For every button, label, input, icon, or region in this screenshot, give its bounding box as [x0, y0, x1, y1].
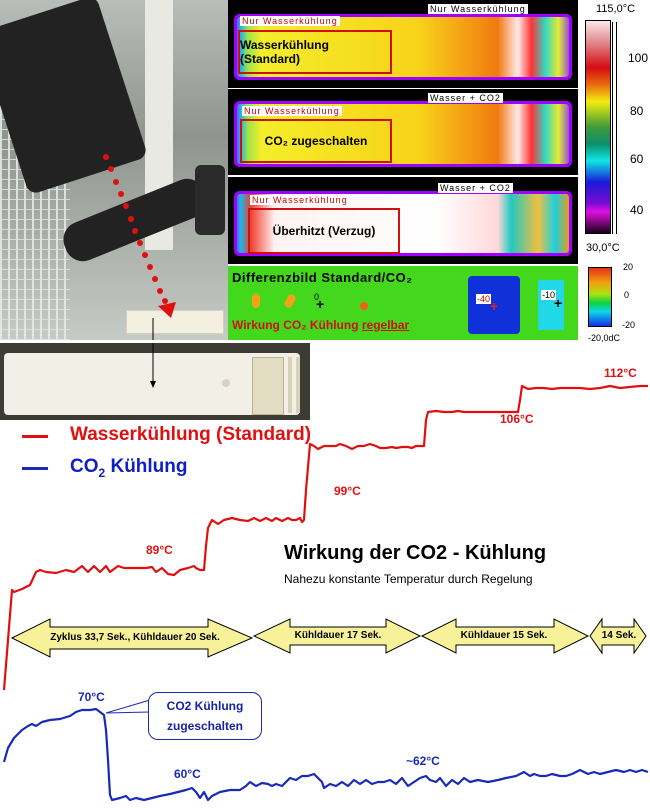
- legend-blue-swatch: [22, 467, 48, 470]
- annotation-89: 89°C: [146, 543, 173, 557]
- scale-tick: 100: [628, 51, 649, 65]
- scale-tick: 60: [630, 152, 644, 166]
- co2-callout: CO2 Kühlung zugeschalten: [148, 692, 262, 740]
- diff-scale-tick: 0: [624, 290, 630, 300]
- down-arrow-icon: [150, 343, 156, 388]
- difference-image-panel: Differenzbild Standard/CO₂ Wirkung CO₂ K…: [228, 266, 578, 340]
- region-box: Wasserkühlung (Standard): [238, 30, 392, 74]
- region-box: CO₂ zugeschalten: [240, 119, 392, 163]
- blue-series-line: [2, 707, 649, 802]
- marker-0: 0: [314, 292, 320, 302]
- right-label: Wasser + CO2: [428, 93, 503, 103]
- crosshair-icon: +: [554, 295, 563, 311]
- plastic-part: [126, 310, 224, 334]
- crosshair-icon: +: [490, 298, 499, 314]
- robot-camera-photo: [0, 0, 228, 340]
- part-photo: [0, 343, 310, 420]
- scale-min-label: 30,0°C: [586, 242, 620, 254]
- phase-label: 14 Sek.: [601, 630, 637, 641]
- thermal-panel-standard: Nur Wasserkühlung Nur Wasserkühlung Wass…: [228, 0, 578, 88]
- region-box: Überhitzt (Verzug): [248, 208, 400, 254]
- annotation-62: ~62°C: [406, 754, 440, 768]
- diff-color-bar: [588, 267, 612, 327]
- cold-region: [468, 276, 520, 334]
- scale-tick: 40: [630, 203, 644, 217]
- corner-label: Nur Wasserkühlung: [240, 16, 340, 26]
- annotation-70: 70°C: [78, 690, 105, 704]
- diff-subtitle: Wirkung CO₂ Kühlung regelbar: [232, 318, 410, 332]
- chart-subtitle: Nahezu konstante Temperatur durch Regelu…: [284, 572, 533, 586]
- annotation-60: 60°C: [174, 767, 201, 781]
- chart-title: Wirkung der CO2 - Kühlung: [284, 542, 547, 564]
- phase-label: Zyklus 33,7 Sek., Kühldauer 20 Sek.: [50, 632, 220, 643]
- phase-label: Kühldauer 17 Sek.: [294, 630, 382, 641]
- annotation-106: 106°C: [500, 412, 534, 426]
- right-label: Nur Wasserkühlung: [428, 4, 528, 14]
- legend-red-label: Wasserkühlung (Standard): [70, 424, 312, 445]
- crosshair-icon: +: [316, 296, 325, 312]
- diff-scale-tick: 20: [623, 262, 634, 272]
- thermal-panel-overheated: Nur Wasserkühlung Wasser + CO2 Überhitzt…: [228, 177, 578, 264]
- diff-scale-tick: -20: [622, 320, 636, 330]
- legend-red-swatch: [22, 435, 48, 438]
- corner-label: Nur Wasserkühlung: [250, 195, 350, 205]
- diff-title: Differenzbild Standard/CO₂: [232, 270, 413, 285]
- right-label: Wasser + CO2: [438, 183, 513, 193]
- annotation-112: 112°C: [604, 366, 637, 380]
- scale-tick: 80: [630, 104, 644, 118]
- legend-blue-label: CO2 Kühlung: [70, 456, 188, 480]
- arrowhead-icon: [152, 302, 176, 340]
- marker-40: -40: [476, 294, 492, 304]
- color-bar: [585, 20, 611, 234]
- corner-label: Nur Wasserkühlung: [242, 106, 342, 116]
- marker-10: -10: [541, 290, 557, 300]
- thermal-panel-co2: Nur Wasserkühlung Wasser + CO2 CO₂ zuges…: [228, 89, 578, 175]
- diff-unit-label: -20,0dC: [588, 333, 621, 343]
- color-scale: 115,0°C 100 80 60 40 30,0°C 20 0 -20 -20…: [578, 0, 650, 345]
- phase-label: Kühldauer 15 Sek.: [460, 630, 548, 641]
- cool-region: [538, 280, 564, 330]
- scale-max-label: 115,0°C: [596, 3, 636, 15]
- annotation-99: 99°C: [334, 484, 361, 498]
- camera-bracket: [195, 165, 225, 235]
